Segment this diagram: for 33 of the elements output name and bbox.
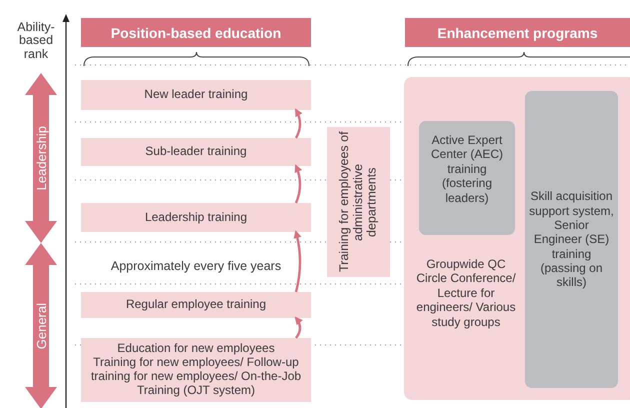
program-box bbox=[525, 91, 618, 388]
header-band bbox=[81, 18, 311, 47]
training-box bbox=[81, 338, 311, 402]
curved-arrow bbox=[294, 230, 302, 292]
box-text: Sub-leader training bbox=[145, 145, 247, 159]
training-box bbox=[81, 138, 311, 166]
box-text: Skill acquisition support system, Senior Engineer (SE) training (passing on skills) bbox=[529, 189, 614, 290]
header-title: Position-based education bbox=[110, 24, 282, 40]
box-text: New leader training bbox=[144, 88, 248, 102]
box-text: Leadership training bbox=[144, 210, 248, 224]
axis-title: Ability-based rank bbox=[16, 19, 56, 63]
training-box bbox=[81, 292, 311, 318]
box-text: Active Expert Center (AEC) training (fostering leaders) bbox=[430, 133, 504, 205]
rank-band bbox=[25, 73, 57, 243]
training-box bbox=[81, 203, 311, 232]
vertical-box bbox=[327, 127, 390, 277]
program-panel bbox=[404, 77, 630, 400]
rank-band bbox=[25, 243, 57, 408]
box-text: Training for employees of administrative departments bbox=[338, 130, 380, 274]
header-title: Enhancement programs bbox=[437, 24, 598, 40]
axis-label: Leadership bbox=[34, 126, 48, 190]
axis-label: General bbox=[34, 302, 48, 350]
curved-arrow bbox=[294, 108, 302, 139]
curved-arrow bbox=[294, 164, 302, 204]
box-text: Regular employee training bbox=[126, 298, 266, 312]
panel-text: Groupwide QC Circle Conference/ Lecture for engineers/ Various study groups bbox=[415, 257, 517, 329]
box-heading: Education for new employees bbox=[116, 342, 276, 356]
note-text: Approximately every five years bbox=[110, 258, 282, 276]
box-text: Training for new employees/ Follow-up training for new employees/ On-the-Job Training (OJT system) bbox=[90, 356, 302, 398]
curved-arrow bbox=[294, 316, 303, 339]
header-band bbox=[405, 18, 630, 47]
training-box bbox=[81, 80, 311, 110]
program-box bbox=[419, 121, 515, 235]
